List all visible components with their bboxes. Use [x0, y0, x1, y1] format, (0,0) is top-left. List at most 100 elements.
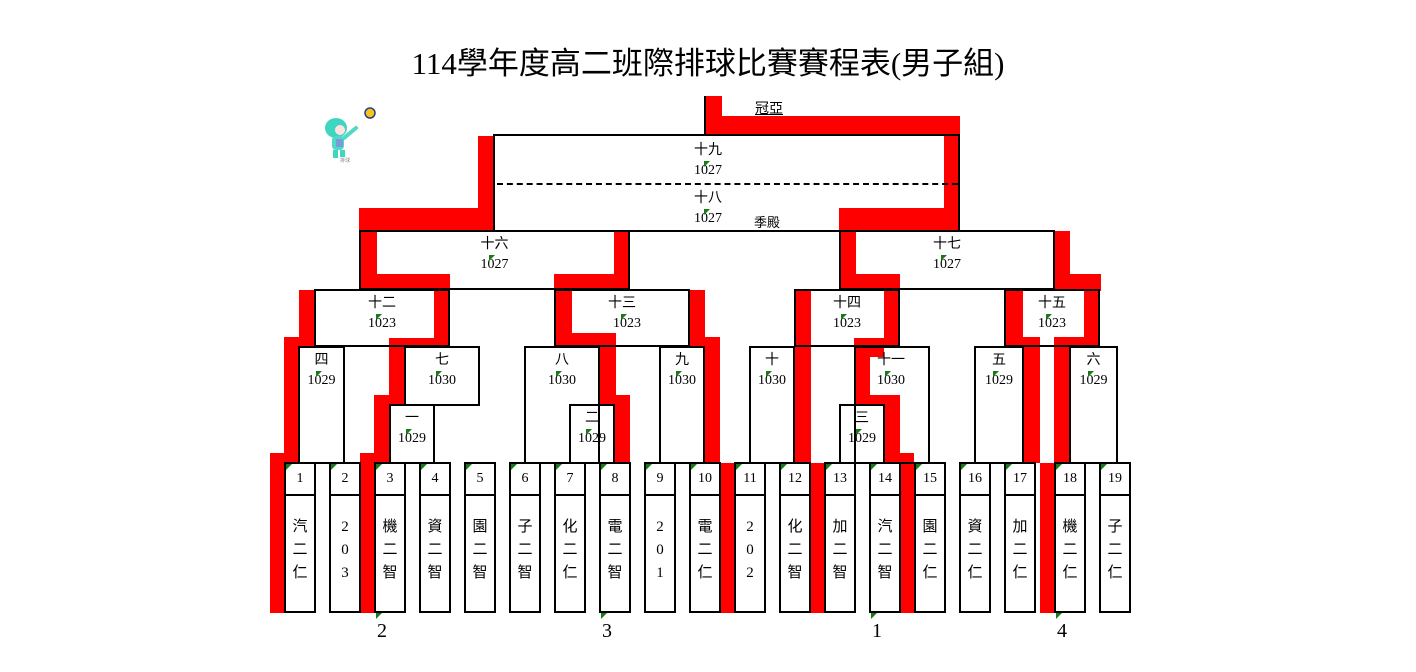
team-seed: 8 — [601, 464, 629, 496]
team-name: 汽二仁 — [286, 516, 314, 585]
match-id: 四 — [314, 353, 329, 368]
comment-marker-icon — [1101, 464, 1107, 470]
team-name-char: 二 — [1012, 542, 1028, 558]
comment-marker-icon — [856, 429, 862, 435]
comment-marker-icon — [916, 464, 922, 470]
mascot-caption: 排球 — [340, 159, 351, 164]
team-name-char: 仁 — [697, 565, 713, 581]
team-seed: 1 — [286, 464, 314, 496]
team-box: 18 機二仁 — [1054, 462, 1086, 613]
winner-path — [599, 333, 616, 405]
team-name-char: 二 — [382, 542, 398, 558]
team-name-char: 園 — [922, 519, 938, 535]
winner-path — [689, 290, 705, 348]
match-box — [298, 346, 345, 464]
winner-path — [720, 463, 734, 613]
team-name-char: 汽 — [292, 519, 308, 535]
team-name-char: 二 — [832, 542, 848, 558]
match-id: 十四 — [833, 296, 861, 311]
match-date: 1023 — [833, 316, 861, 331]
team-name-char: 機 — [1062, 519, 1078, 535]
winner-path — [1054, 337, 1070, 463]
team-name-char: 智 — [877, 565, 893, 581]
team-name-char: 二 — [1062, 542, 1078, 558]
team-name-char: 園 — [472, 519, 488, 535]
team-seed: 18 — [1056, 464, 1084, 496]
comment-marker-icon — [601, 613, 607, 619]
final-rank-label: 3 — [602, 620, 612, 642]
team-seed: 6 — [511, 464, 539, 496]
winner-path — [270, 453, 284, 613]
team-name-char: 二 — [1107, 542, 1123, 558]
winner-path — [899, 453, 914, 613]
team-seed: 5 — [466, 464, 494, 496]
match-date: 1027 — [480, 257, 509, 272]
team-name: 化二仁 — [556, 516, 584, 585]
team-name-char: 電 — [697, 519, 713, 535]
comment-marker-icon — [871, 613, 877, 619]
winner-path — [1005, 290, 1023, 348]
comment-marker-icon — [421, 464, 427, 470]
comment-marker-icon — [993, 371, 999, 377]
team-name-char: 資 — [427, 519, 443, 535]
team-seed: 16 — [961, 464, 989, 496]
comment-marker-icon — [826, 464, 832, 470]
winner-path — [840, 274, 900, 291]
winner-path — [704, 116, 960, 136]
team-name-char: 2 — [656, 519, 664, 535]
team-name-char: 智 — [787, 565, 803, 581]
match-id: 十八 — [694, 191, 722, 206]
match-id: 十 — [765, 353, 779, 368]
team-name-char: 化 — [562, 519, 578, 535]
comment-marker-icon — [436, 371, 442, 377]
match-date: 1027 — [933, 257, 961, 272]
team-name: 機二仁 — [1056, 516, 1084, 585]
winner-path — [884, 290, 900, 348]
match-id: 十九 — [694, 143, 722, 158]
match-id: 九 — [675, 353, 689, 368]
team-name: 資二智 — [421, 516, 449, 585]
third-place-label: 季殿 — [754, 215, 781, 230]
team-name-char: 智 — [832, 565, 848, 581]
match-date: 1027 — [694, 211, 722, 226]
winner-path — [299, 290, 315, 348]
team-name-char: 機 — [382, 519, 398, 535]
team-name: 加二仁 — [1006, 516, 1034, 585]
comment-marker-icon — [941, 255, 947, 261]
team-seed: 9 — [646, 464, 674, 496]
comment-marker-icon — [691, 464, 697, 470]
match-box — [659, 346, 705, 464]
comment-marker-icon — [841, 314, 847, 320]
match-box — [404, 346, 480, 406]
winner-path — [795, 337, 811, 463]
match-box — [314, 289, 450, 347]
page-title: 114學年度高二班際排球比賽賽程表(男子組) — [411, 46, 1005, 81]
match-box — [749, 346, 795, 464]
team-name: 子二智 — [511, 516, 539, 585]
comment-marker-icon — [1006, 464, 1012, 470]
team-name: 園二仁 — [916, 516, 944, 585]
winner-path — [478, 136, 494, 231]
comment-marker-icon — [766, 371, 772, 377]
team-seed: 14 — [871, 464, 899, 496]
match-id: 十二 — [368, 296, 396, 311]
match-id: 六 — [1086, 353, 1101, 368]
comment-marker-icon — [556, 371, 562, 377]
winner-path — [795, 290, 811, 348]
comment-marker-icon — [1056, 464, 1062, 470]
team-name-char: 電 — [607, 519, 623, 535]
champion-label: 冠亞 — [755, 102, 783, 117]
team-name: 加二智 — [826, 516, 854, 585]
final-rank-label: 2 — [377, 620, 387, 642]
winner-path — [270, 453, 300, 463]
comment-marker-icon — [406, 429, 412, 435]
winner-path — [554, 274, 630, 291]
comment-marker-icon — [871, 464, 877, 470]
match-box — [839, 230, 1055, 290]
team-name-char: 智 — [607, 565, 623, 581]
